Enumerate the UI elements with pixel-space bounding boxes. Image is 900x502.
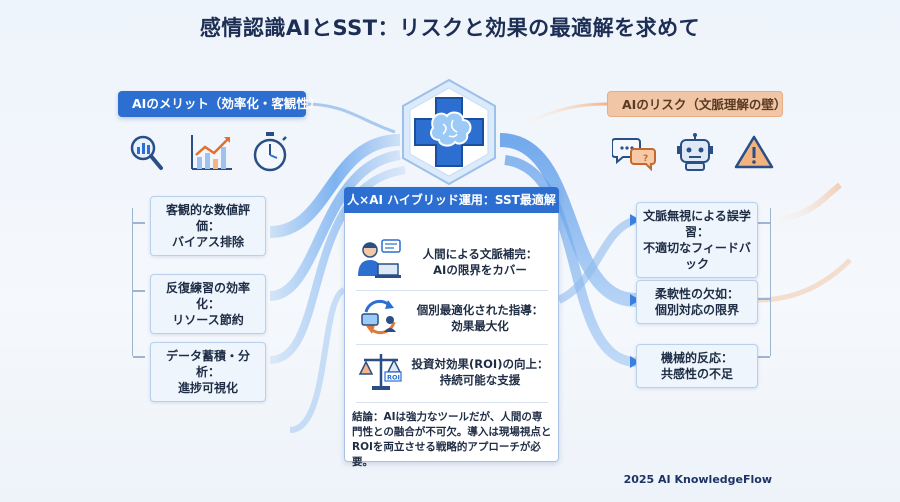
- divider: [356, 290, 548, 291]
- speech-bubbles-icon: ?: [612, 138, 656, 171]
- risk-header: AIのリスク（文脈理解の壁）: [607, 91, 786, 117]
- merit-card: 客観的な数値評価： バイアス排除: [150, 196, 266, 256]
- line-chart-icon: [191, 135, 232, 170]
- risk-card-line2: 個別対応の限界: [654, 303, 739, 317]
- risk-tick: [758, 356, 770, 358]
- merit-card-line2: 進捗可視化: [177, 381, 238, 395]
- merit-card-line1: 反復練習の効率化：: [165, 281, 250, 311]
- stopwatch-icon: [253, 132, 287, 172]
- risk-card: 文脈無視による誤学習： 不適切なフィードバック: [636, 202, 758, 278]
- robot-icon: [677, 133, 713, 171]
- hybrid-item-line1: 投資対効果(ROI)の向上：: [411, 357, 549, 371]
- merit-tick: [133, 356, 145, 358]
- divider: [356, 402, 548, 403]
- brain-cross-icon: [402, 78, 496, 186]
- warning-icon: [734, 135, 774, 169]
- hybrid-panel-header: 人×AI ハイブリッド運用：SST最適解: [344, 187, 559, 213]
- merit-card-line2: バイアス排除: [171, 235, 244, 249]
- risk-card-line1: 文脈無視による誤学習：: [643, 209, 751, 239]
- merit-header: AIのメリット（効率化・客観性）: [118, 91, 321, 117]
- footer-credit: 2025 AI KnowledgeFlow: [623, 473, 772, 486]
- merit-card: 反復練習の効率化： リソース節約: [150, 274, 266, 334]
- hybrid-item-line2: 持続可能な支援: [439, 373, 521, 387]
- hybrid-item: 投資対効果(ROI)の向上： 持続可能な支援: [410, 356, 550, 388]
- hybrid-item: 個別最適化された指導： 効果最大化: [410, 302, 550, 334]
- merit-tick: [133, 290, 145, 292]
- risk-tick: [758, 222, 770, 224]
- divider: [356, 344, 548, 345]
- conclusion-text: 結論：AIは強力なツールだが、人間の専門性との融合が不可欠。導入は現場視点とRO…: [352, 411, 552, 468]
- magnifier-chart-icon: [130, 135, 163, 170]
- merit-bracket: [132, 208, 133, 356]
- risk-card: 機械的反応： 共感性の不足: [636, 344, 758, 388]
- hybrid-item-line1: 個別最適化された指導：: [416, 303, 544, 317]
- risk-card-line2: 共感性の不足: [660, 367, 733, 381]
- merit-card-line2: リソース節約: [172, 313, 244, 327]
- risk-tick: [758, 298, 770, 300]
- risk-card-line2: 不適切なフィードバック: [643, 241, 751, 271]
- counselor-laptop-icon: [358, 239, 401, 278]
- merit-tick: [133, 222, 145, 224]
- svg-text:?: ?: [643, 154, 648, 164]
- page-title: 感情認識AIとSST：リスクと効果の最適解を求めて: [199, 16, 701, 40]
- hybrid-item-line2: AIの限界をカバー: [433, 263, 527, 277]
- balance-scale-label: ROI: [387, 374, 400, 382]
- hybrid-panel: [344, 187, 559, 462]
- hybrid-item-line2: 効果最大化: [451, 319, 509, 333]
- risk-bracket: [770, 208, 771, 356]
- merit-card: データ蓄積・分析： 進捗可視化: [150, 342, 266, 402]
- merit-card-line1: データ蓄積・分析：: [165, 349, 250, 379]
- risk-card-line1: 機械的反応：: [660, 351, 733, 365]
- personalization-cycle-icon: [361, 299, 396, 335]
- risk-card-line1: 柔軟性の欠如：: [654, 287, 739, 301]
- risk-card: 柔軟性の欠如： 個別対応の限界: [636, 280, 758, 324]
- hybrid-item-line1: 人間による文脈補完：: [422, 247, 538, 261]
- hybrid-item: 人間による文脈補完： AIの限界をカバー: [410, 246, 550, 278]
- merit-card-line1: 客観的な数値評価：: [165, 203, 250, 233]
- balance-scale-icon: ROI: [358, 354, 402, 390]
